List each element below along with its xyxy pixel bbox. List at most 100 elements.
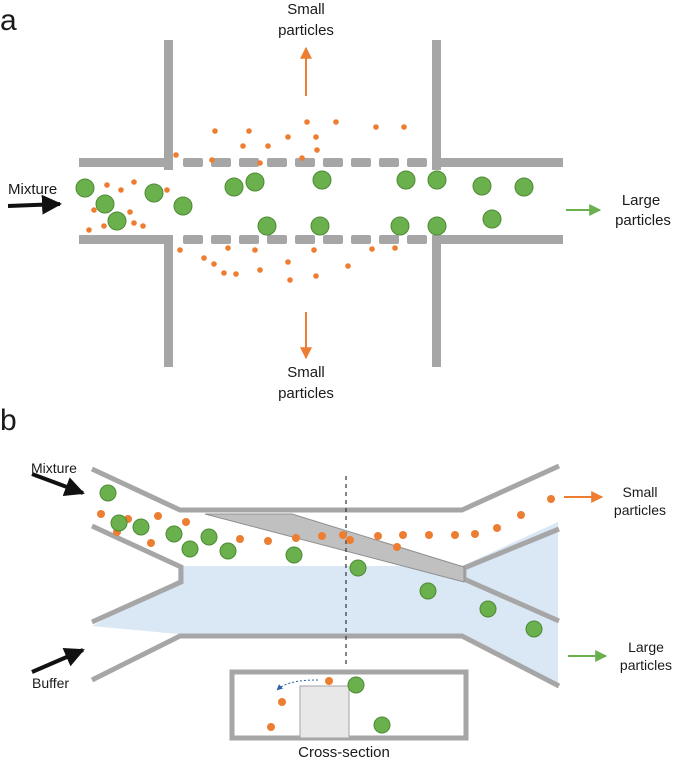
- small-particle: [264, 537, 272, 545]
- panel-b-small-line2: particles: [614, 502, 666, 518]
- large-particle: [310, 216, 330, 236]
- small-particle: [374, 532, 382, 540]
- panel-a-walls: [79, 40, 563, 367]
- large-particle: [144, 183, 164, 203]
- small-particle: [339, 531, 347, 539]
- cross-section-particles: [267, 676, 391, 734]
- membrane-segment: [183, 235, 203, 244]
- small-particle: [212, 128, 218, 134]
- small-particle: [287, 277, 293, 283]
- small-particle: [140, 223, 146, 229]
- large-particle: [165, 525, 183, 543]
- membrane-segment: [407, 235, 427, 244]
- wall-bottom-left-horizontal: [79, 235, 173, 244]
- small-particle: [471, 530, 479, 538]
- large-particle: [312, 170, 332, 190]
- large-particle: [427, 170, 447, 190]
- large-particle: [390, 216, 410, 236]
- panel-a-large-line2: particles: [615, 212, 671, 229]
- small-particle: [325, 677, 333, 685]
- buffer-stream: [92, 522, 558, 683]
- small-particle: [346, 536, 354, 544]
- small-particle: [252, 247, 258, 253]
- membrane-top: [183, 158, 427, 167]
- large-particle: [173, 196, 193, 216]
- panel-a-small-top-line1: Small: [287, 1, 325, 18]
- small-particle: [285, 134, 291, 140]
- panel-b-mixture-arrow: [31, 472, 85, 497]
- large-particle: [514, 177, 534, 197]
- small-particle: [314, 147, 320, 153]
- small-particle: [313, 273, 319, 279]
- panel-a: a Mixture Small particles Small particle…: [0, 1, 671, 402]
- large-particle: [107, 211, 127, 231]
- small-particle: [392, 245, 398, 251]
- membrane-segment: [379, 158, 399, 167]
- panel-a-small-top-line2: particles: [278, 22, 334, 39]
- small-particle: [278, 698, 286, 706]
- mixture-arrow: [7, 194, 62, 215]
- small-particle: [401, 124, 407, 130]
- small-particle: [517, 511, 525, 519]
- small-particle: [127, 209, 133, 215]
- small-particle: [333, 119, 339, 125]
- channel-bottom-wall: [90, 633, 561, 689]
- membrane-segment: [211, 158, 231, 167]
- panel-b-large-particles: [99, 484, 543, 638]
- large-particle: [419, 582, 437, 600]
- small-particle: [304, 119, 310, 125]
- small-particle: [292, 534, 300, 542]
- large-particle: [347, 676, 365, 694]
- small-particle: [131, 179, 137, 185]
- wall-top-right-vertical: [432, 40, 441, 170]
- large-particle: [285, 546, 303, 564]
- large-particle: [132, 518, 150, 536]
- panel-b-large-line2: particles: [620, 657, 672, 673]
- small-particle: [173, 152, 179, 158]
- panel-b: b Mixture Buffer Small particles: [0, 404, 672, 761]
- large-particle: [257, 216, 277, 236]
- panel-b-walls: [90, 463, 561, 689]
- small-particle: [131, 220, 137, 226]
- panel-a-mixture-label: Mixture: [8, 181, 57, 198]
- small-particle: [221, 270, 227, 276]
- channel-left-divider: [90, 523, 184, 625]
- wall-bottom-right-vertical: [432, 235, 441, 367]
- large-particle: [95, 194, 115, 214]
- small-particle: [101, 223, 107, 229]
- small-particle: [285, 259, 291, 265]
- small-particle: [236, 535, 244, 543]
- membrane-segment: [351, 235, 371, 244]
- small-particle: [311, 247, 317, 253]
- large-particle: [224, 177, 244, 197]
- small-particle: [257, 160, 263, 166]
- membrane-segment: [323, 158, 343, 167]
- small-particle: [246, 128, 252, 134]
- membrane-segment: [323, 235, 343, 244]
- small-particle: [104, 182, 110, 188]
- small-particle: [493, 524, 501, 532]
- small-particle: [147, 539, 155, 547]
- panel-a-label: a: [0, 4, 17, 37]
- membrane-segment: [183, 158, 203, 167]
- membrane-segment: [239, 158, 259, 167]
- membrane-segment: [267, 235, 287, 244]
- large-particle: [525, 620, 543, 638]
- large-particle: [472, 176, 492, 196]
- cross-section-flow-arrow: [276, 679, 319, 691]
- panel-a-large-line1: Large: [622, 192, 660, 209]
- small-particle: [211, 261, 217, 267]
- membrane-segment: [211, 235, 231, 244]
- small-particle: [399, 531, 407, 539]
- wall-top-right-horizontal: [432, 158, 563, 167]
- large-particle: [373, 716, 391, 734]
- small-particle: [318, 532, 326, 540]
- panel-a-small-particles: [86, 119, 407, 283]
- membrane-segment: [407, 158, 427, 167]
- large-particle: [219, 542, 237, 560]
- small-particle: [154, 512, 162, 520]
- buffer-arrow: [31, 647, 85, 674]
- panel-b-label: b: [0, 404, 17, 437]
- cross-section-label: Cross-section: [298, 744, 390, 761]
